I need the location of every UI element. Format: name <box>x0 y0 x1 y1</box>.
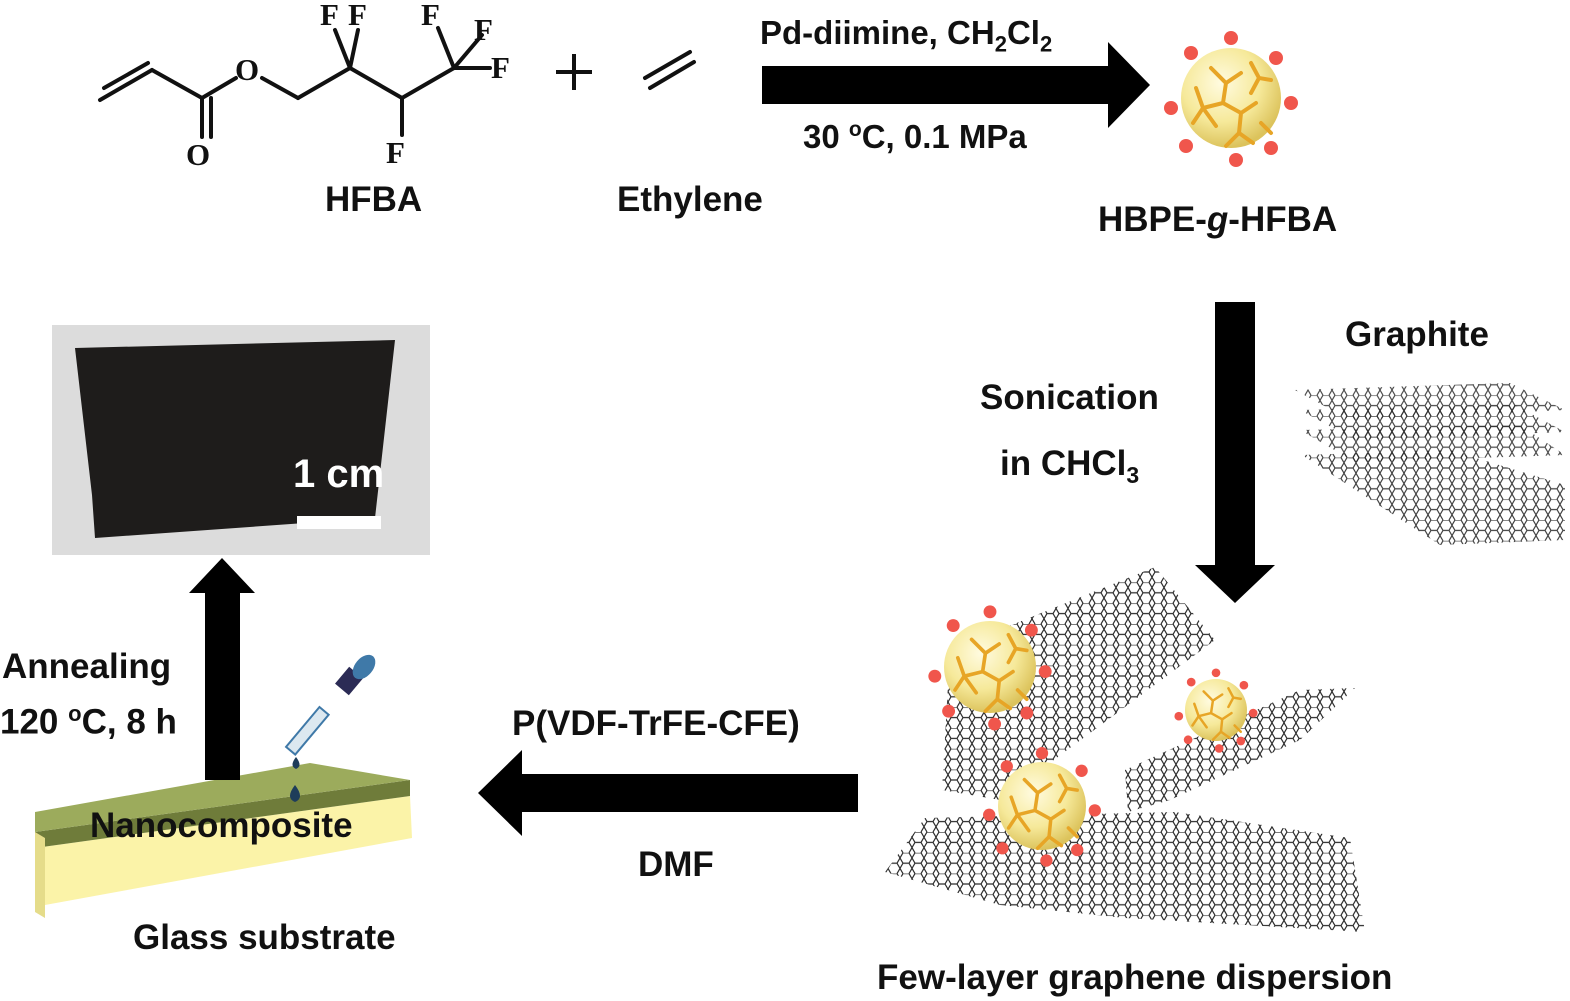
atom-o-carbonyl: O <box>186 137 210 172</box>
ethylene-label: Ethylene <box>617 180 763 219</box>
step1-catalyst-label: Pd-diimine, CH2Cl2 <box>760 14 1053 57</box>
step4-label-line1: Annealing <box>2 647 172 686</box>
atom-f3: F <box>386 135 405 170</box>
plus-sign <box>556 54 592 90</box>
atom-f1: F <box>320 0 339 32</box>
dropper-icon <box>284 654 376 802</box>
scale-bar <box>297 516 381 529</box>
film-photo <box>52 325 430 555</box>
arrow-sonication <box>1195 302 1275 603</box>
atom-f4: F <box>421 0 440 32</box>
arrow-polymerization <box>762 42 1150 128</box>
arrow-annealing <box>189 558 255 780</box>
nanocomposite-label: Nanocomposite <box>90 806 353 845</box>
scale-bar-label: 1 cm <box>293 452 385 496</box>
step1-conditions-label: 30 oC, 0.1 MPa <box>803 118 1027 155</box>
graphite-stack <box>1295 383 1565 545</box>
product-label: HBPE-g-HFBA <box>1098 200 1338 239</box>
step3-solvent-label: DMF <box>638 845 714 884</box>
step2-label-line2: in CHCl3 <box>1000 444 1140 488</box>
film-on-glass <box>35 763 412 918</box>
graphene-dispersion <box>885 567 1365 932</box>
atom-f6: F <box>491 50 510 85</box>
hbpe-g-hfba-particle <box>1162 29 1300 169</box>
ethylene-structure <box>643 50 696 90</box>
step3-polymer-label: P(VDF-TrFE-CFE) <box>512 704 800 743</box>
step2-label-line1: Sonication <box>980 378 1159 417</box>
atom-f2: F <box>348 0 367 32</box>
dispersion-label: Few-layer graphene dispersion <box>877 958 1393 997</box>
hfba-structure <box>98 26 492 139</box>
atom-o-ester: O <box>235 52 259 87</box>
arrow-blending <box>478 750 858 836</box>
hfba-label: HFBA <box>325 180 423 219</box>
atom-f5: F <box>474 12 493 47</box>
graphite-label: Graphite <box>1345 315 1489 354</box>
step4-label-line2: 120 oC, 8 h <box>0 701 177 742</box>
glass-substrate-label: Glass substrate <box>133 918 396 957</box>
